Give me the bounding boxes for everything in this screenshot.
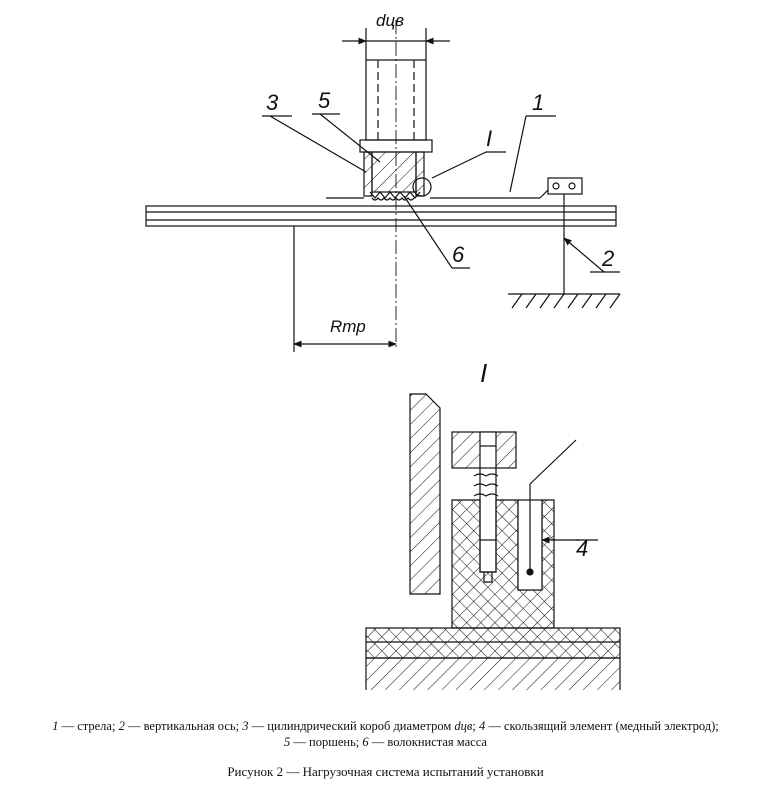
detail-marker: I: [480, 358, 487, 388]
radius-label: Rтр: [330, 317, 366, 336]
figure-caption: Рисунок 2 — Нагрузочная система испытани…: [227, 764, 544, 779]
detail-circle: [412, 177, 432, 197]
vertical-axis: [508, 177, 621, 309]
rotating-disc: [145, 205, 617, 227]
leader-I: [431, 151, 487, 179]
leader-3: [269, 115, 367, 173]
callout-I: I: [486, 126, 492, 151]
callout-3: 3: [266, 90, 279, 115]
legend-text: — поршень;: [290, 735, 363, 749]
box-wall-right: [415, 151, 425, 197]
legend-num: 1: [52, 719, 59, 733]
legend-text: — стрела;: [58, 719, 119, 733]
legend-num: dцв: [454, 719, 473, 733]
callout-5: 5: [318, 88, 331, 113]
fibrous-mass: [369, 191, 421, 199]
legend-num: 5: [284, 735, 291, 749]
technical-drawing: dцв Rтр 3 5 I 1 2 6 I 4: [145, 11, 621, 690]
box-wall-left: [363, 151, 373, 197]
callout-2: 2: [601, 246, 614, 271]
piston-body: [371, 151, 417, 193]
legend-num: 2: [118, 719, 125, 733]
legend-num: 6: [362, 735, 369, 749]
legend-text: — вертикальная ось;: [124, 719, 243, 733]
legend-num: 3: [242, 719, 249, 733]
arm: [326, 189, 549, 199]
leader-5: [319, 113, 381, 163]
fibrous-mass-lower: [371, 197, 415, 201]
detail-view: [365, 393, 621, 690]
legend-text: — цилиндрический короб диаметром: [248, 719, 455, 733]
leader-6: [403, 195, 453, 269]
legend-num: 4: [478, 719, 486, 733]
callout-1: 1: [532, 90, 544, 115]
legend-text: ;: [472, 719, 479, 733]
diameter-label: dцв: [376, 11, 404, 30]
leader-2: [563, 237, 605, 273]
legend-text: — скользящий элемент (медный электрод);: [485, 719, 719, 733]
radius-dimension: [293, 226, 397, 352]
callout-6: 6: [452, 242, 465, 267]
callout-4: 4: [576, 536, 588, 561]
leader-1: [509, 115, 527, 193]
diameter-dimension: [342, 28, 450, 60]
legend-line-1: 1 — стрела; 2 — вертикальная ось; 3 — ци…: [0, 719, 771, 734]
legend-text: — волокнистая масса: [368, 735, 487, 749]
legend-line-2: 5 — поршень; 6 — волокнистая масса: [0, 735, 771, 750]
